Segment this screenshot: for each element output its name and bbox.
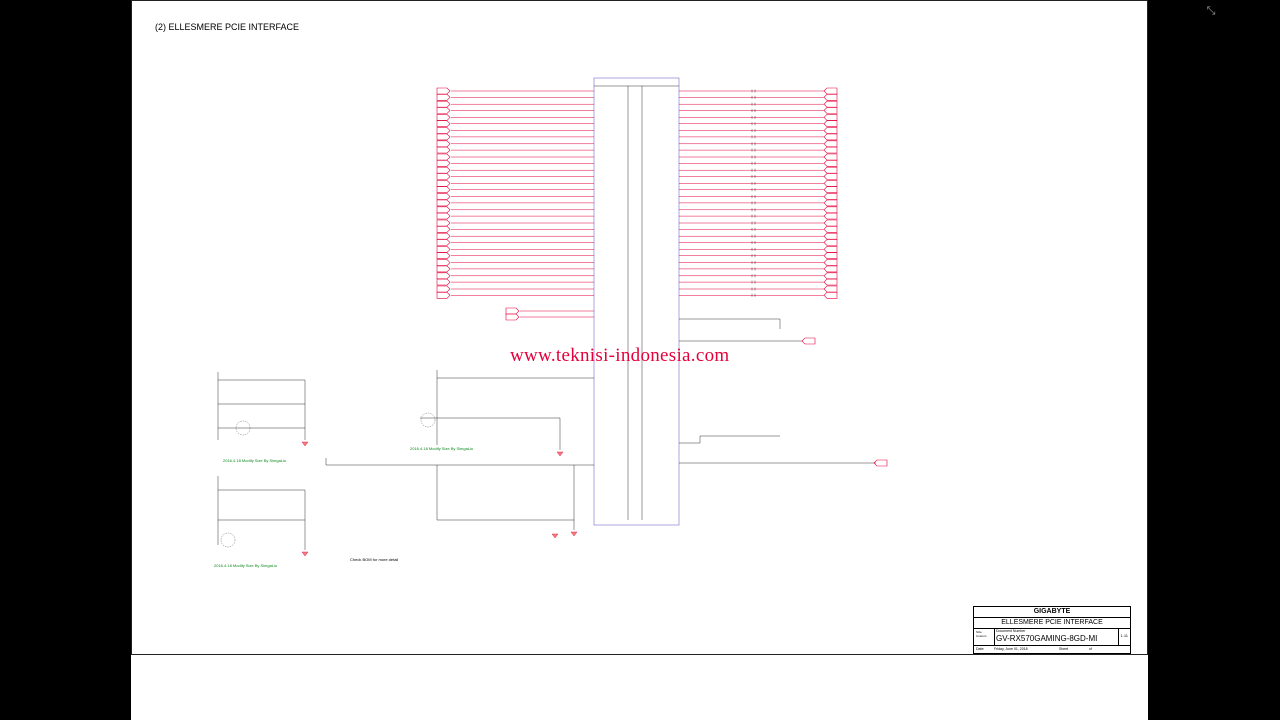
off-page-connector	[436, 232, 451, 240]
off-page-connector	[873, 459, 888, 467]
off-page-connector	[436, 239, 451, 246]
off-page-connector	[823, 94, 838, 101]
off-page-connector	[436, 120, 451, 127]
off-page-connector	[436, 146, 451, 154]
off-page-connector	[801, 337, 816, 345]
title-block-rev: 1.11	[1120, 633, 1129, 638]
schematic-drawing	[217, 77, 888, 557]
highlight-circle	[420, 412, 436, 428]
off-page-connector	[436, 140, 451, 148]
off-page-connector	[823, 107, 838, 114]
ground-symbol	[301, 551, 309, 557]
off-page-connector	[823, 278, 838, 286]
check-bom-note: Check BOM for more detail	[350, 557, 399, 562]
off-page-connector	[436, 127, 451, 134]
highlight-circle	[235, 420, 251, 436]
off-page-connector	[436, 246, 451, 253]
title-block-doc-number: GV-RX570GAMING-8GD-MI	[996, 634, 1098, 643]
title-block-doc-label: Document Number	[996, 629, 1026, 633]
divider	[1118, 628, 1119, 645]
off-page-connector	[823, 232, 838, 240]
off-page-connector	[436, 278, 451, 286]
off-page-connector	[436, 173, 451, 180]
off-page-connector	[823, 199, 838, 207]
off-page-connector	[436, 114, 451, 121]
off-page-connector	[436, 219, 451, 227]
off-page-connector	[436, 87, 451, 95]
off-page-connector	[823, 120, 838, 127]
modify-note-3: 2016.4.18 Modify Size By SimgaLiu	[214, 563, 278, 568]
title-block-doc-row: Size Custom Document Number GV-RX570GAMI…	[974, 628, 1130, 646]
title-block-size: Size Custom	[976, 630, 987, 638]
off-page-connector	[436, 133, 451, 141]
off-page-connector	[823, 239, 838, 246]
off-page-connector	[436, 107, 451, 114]
off-page-connector	[823, 226, 838, 233]
off-page-connector	[823, 114, 838, 121]
title-block-company: GIGABYTE	[974, 607, 1130, 618]
off-page-connector	[823, 265, 838, 273]
title-block-title: ELLESMERE PCIE INTERFACE	[974, 617, 1130, 629]
off-page-connector	[436, 153, 451, 161]
off-page-connector	[436, 272, 451, 280]
off-page-connector	[823, 146, 838, 154]
off-page-connector	[823, 140, 838, 148]
ic-u-ellesmere-outline	[593, 77, 680, 526]
schematic-sheet	[131, 0, 1148, 720]
off-page-connector	[823, 127, 838, 134]
off-page-connector	[436, 291, 451, 299]
off-page-connector	[436, 285, 451, 293]
page-title: (2) ELLESMERE PCIE INTERFACE	[155, 22, 300, 32]
off-page-connector	[823, 259, 838, 266]
off-page-connector	[436, 199, 451, 207]
off-page-connector	[823, 133, 838, 141]
highlight-circle	[220, 532, 236, 548]
off-page-connector	[823, 291, 838, 299]
watermark: www.teknisi-indonesia.com	[510, 345, 730, 366]
off-page-connector	[823, 180, 838, 187]
modify-note-1: 2016.4.18 Modify Size By SimgaLiu	[223, 458, 287, 463]
off-page-connector	[823, 173, 838, 180]
off-page-connector	[436, 100, 451, 108]
off-page-connector	[823, 212, 838, 220]
off-page-connector	[823, 252, 838, 260]
off-page-connector	[436, 212, 451, 220]
off-page-connector	[823, 100, 838, 108]
off-page-connector	[436, 160, 451, 167]
off-page-connector	[436, 252, 451, 260]
ground-symbol	[301, 441, 309, 447]
off-page-connector	[436, 259, 451, 266]
off-page-connector	[823, 160, 838, 167]
title-block: GIGABYTE ELLESMERE PCIE INTERFACE Size C…	[973, 606, 1131, 654]
off-page-connector	[436, 193, 451, 200]
title-block-date-row: Date: Friday, June 01, 2018 Sheet of	[976, 647, 1092, 651]
off-page-connector	[436, 94, 451, 101]
divider	[994, 628, 995, 645]
ground-symbol	[551, 533, 559, 539]
off-page-connector	[823, 87, 838, 95]
off-page-connector	[823, 246, 838, 253]
ground-symbol	[556, 451, 564, 457]
off-page-connector	[823, 272, 838, 280]
off-page-connector	[823, 166, 838, 174]
off-page-connector	[823, 285, 838, 293]
off-page-connector	[436, 226, 451, 233]
modify-note-2: 2016.4.18 Modify Size By SimgaLiu	[410, 446, 474, 451]
resize-arrows-icon[interactable]: ⤡	[1206, 5, 1216, 17]
off-page-connector	[823, 219, 838, 227]
off-page-connector	[505, 307, 520, 315]
off-page-connector	[436, 180, 451, 187]
off-page-connector	[436, 166, 451, 174]
off-page-connector	[436, 206, 451, 214]
off-page-connector	[823, 193, 838, 200]
off-page-connector	[823, 206, 838, 214]
ground-symbol	[570, 531, 578, 537]
off-page-connector	[436, 186, 451, 193]
off-page-connector	[505, 313, 520, 321]
off-page-connector	[823, 153, 838, 161]
off-page-connector	[436, 265, 451, 273]
off-page-connector	[823, 186, 838, 193]
